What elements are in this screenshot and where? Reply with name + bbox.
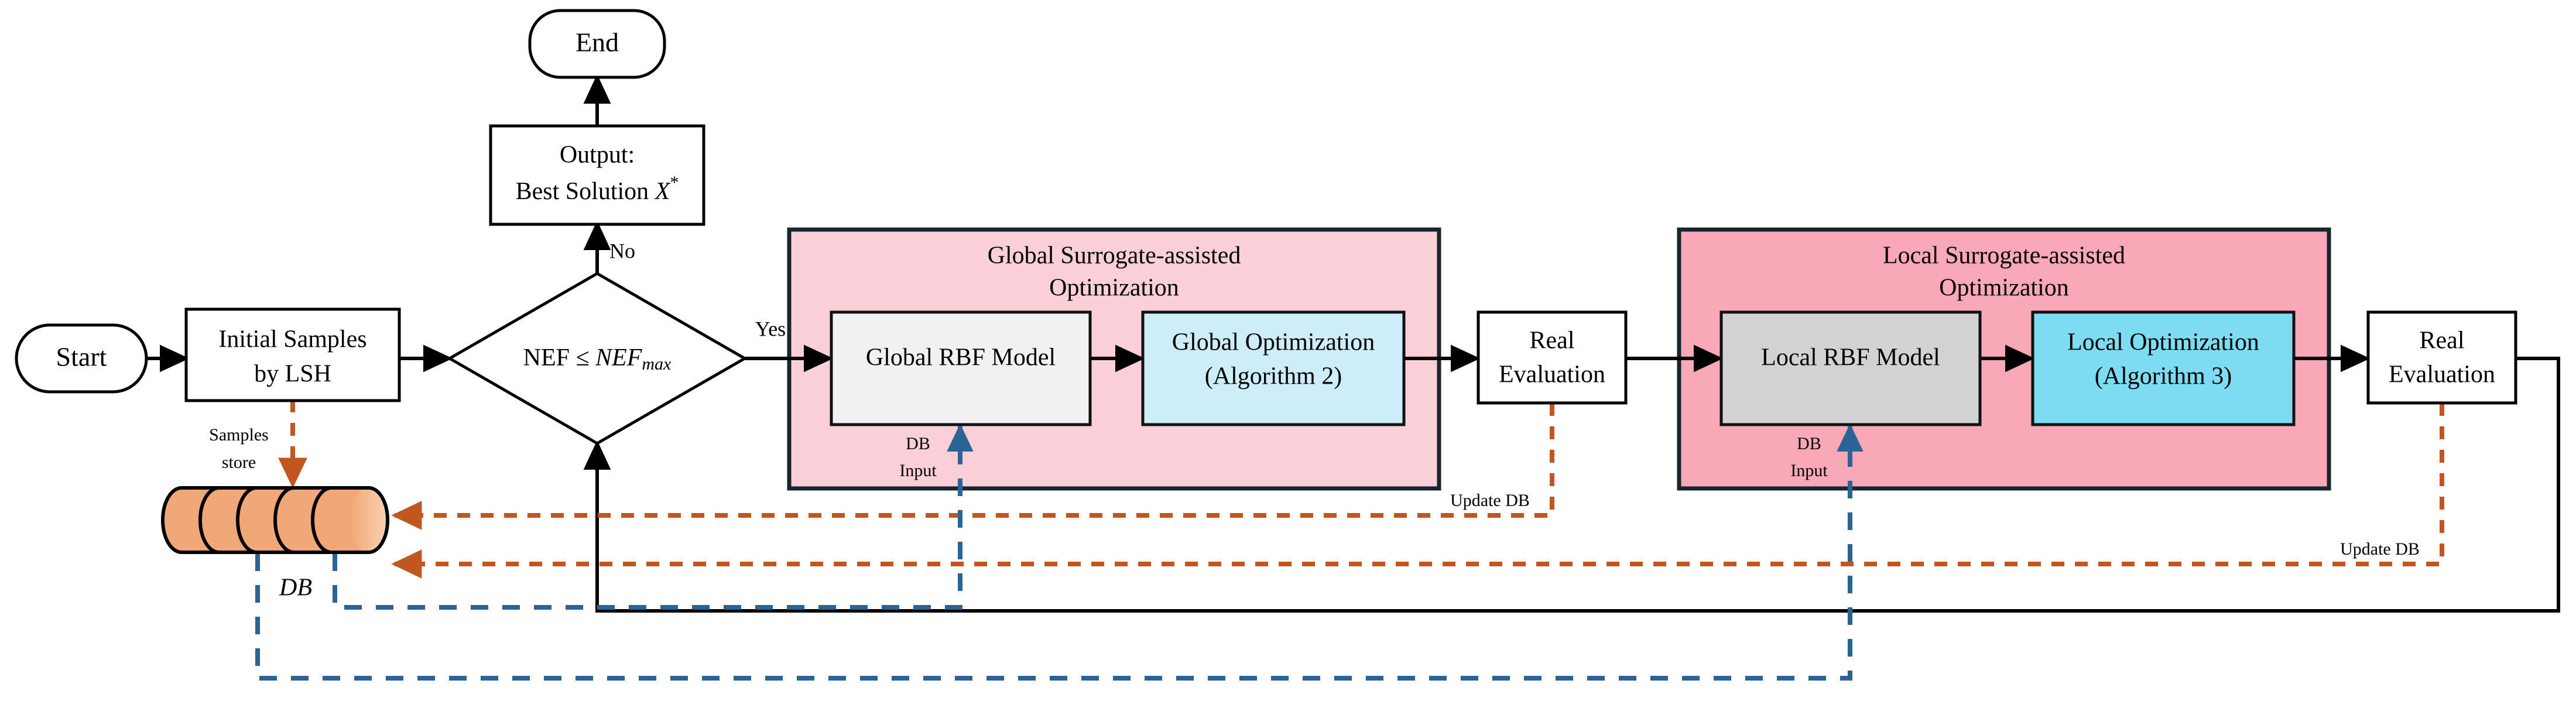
node-output-line2: Best Solution X* <box>516 173 679 205</box>
node-end-label: End <box>576 28 619 57</box>
edge-label-no: No <box>609 239 635 262</box>
node-real-evaluation-1-line2: Evaluation <box>1499 361 1605 388</box>
edge-label-samples-store-line1: Samples <box>209 425 269 445</box>
edge-label-yes: Yes <box>755 317 786 340</box>
node-decision[interactable] <box>446 272 748 445</box>
node-real-evaluation-2-line1: Real <box>2420 327 2465 354</box>
node-initial-samples-line1: Initial Samples <box>218 326 366 353</box>
node-real-evaluation-2[interactable] <box>2366 310 2517 405</box>
node-global-optimization[interactable] <box>1141 310 1406 426</box>
edge-db-input-to-local-rbf <box>255 423 1864 681</box>
edge-real-eval-2-loopback-to-decision <box>583 357 2560 613</box>
output-line2-prefix: Best Solution <box>516 178 655 205</box>
node-start[interactable] <box>15 323 148 394</box>
output-line2-italic: X <box>654 178 672 205</box>
decision-italic: NEF <box>595 344 642 371</box>
node-global-rbf-model[interactable] <box>830 310 1092 426</box>
edge-db-input-to-global-rbf <box>333 423 974 610</box>
node-real-evaluation-1-line1: Real <box>1530 327 1575 354</box>
node-initial-samples[interactable] <box>184 307 401 402</box>
edge-label-update-db-2: Update DB <box>2340 539 2420 559</box>
edge-label-db-input-local-line2: Input <box>1790 461 1828 480</box>
edge-label-db-input-global-line1: DB <box>906 434 930 453</box>
node-decision-label: NEF ≤ NEFmax <box>523 344 672 374</box>
node-output[interactable] <box>489 124 705 226</box>
edge-label-samples-store-line2: store <box>222 453 256 472</box>
edge-label-db-input-local-line1: DB <box>1797 434 1821 453</box>
node-local-optimization-line2: (Algorithm 3) <box>2095 363 2232 390</box>
node-end[interactable] <box>528 9 666 79</box>
node-real-evaluation-2-line2: Evaluation <box>2389 361 2495 388</box>
decision-prefix: NEF ≤ <box>523 344 595 371</box>
node-database-label: DB <box>279 575 312 601</box>
local-panel-title-line1: Local Surrogate-assisted <box>1883 242 2125 269</box>
node-database-cylinder[interactable] <box>161 486 389 554</box>
global-panel-title-line2: Optimization <box>1049 275 1179 302</box>
node-initial-samples-line2: by LSH <box>254 361 331 388</box>
global-panel-title-line1: Global Surrogate-assisted <box>988 242 1241 269</box>
node-real-evaluation-1[interactable] <box>1477 310 1628 405</box>
output-line2-sup: * <box>670 173 679 192</box>
node-local-optimization-line1: Local Optimization <box>2067 329 2259 356</box>
node-global-rbf-model-label: Global RBF Model <box>866 344 1056 371</box>
edge-label-db-input-global-line2: Input <box>899 461 937 480</box>
node-output-line1: Output: <box>560 142 635 169</box>
node-local-optimization[interactable] <box>2031 310 2296 426</box>
node-local-rbf-model[interactable] <box>1719 310 1982 426</box>
decision-subscript: max <box>642 354 672 374</box>
edge-label-update-db-1: Update DB <box>1450 491 1530 510</box>
local-panel-title-line2: Optimization <box>1939 275 2069 302</box>
node-local-rbf-model-label: Local RBF Model <box>1761 344 1940 371</box>
node-global-optimization-line2: (Algorithm 2) <box>1205 363 1342 390</box>
edge-update-db-from-real-eval-2 <box>391 403 2444 579</box>
node-global-optimization-line1: Global Optimization <box>1172 329 1375 356</box>
node-start-label: Start <box>56 342 107 372</box>
